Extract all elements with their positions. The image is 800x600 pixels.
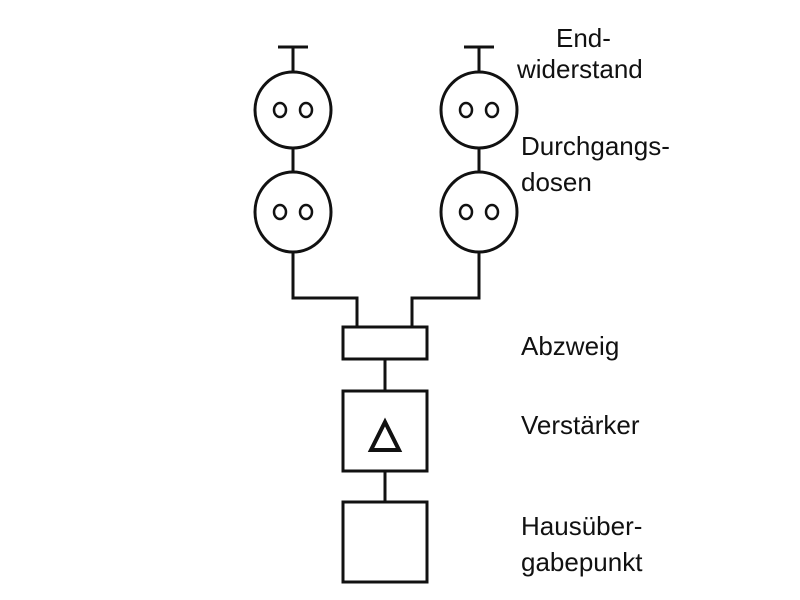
house-transfer-point-box bbox=[341, 500, 429, 584]
end-resistor-left bbox=[278, 45, 308, 72]
house-transfer-point-label: Hausüber- gabepunkt bbox=[521, 511, 643, 577]
triangle-icon bbox=[367, 417, 403, 452]
pass-through-socket-right-upper bbox=[439, 70, 519, 150]
pass-through-socket-left-lower bbox=[253, 170, 333, 254]
amplifier-label: Verstärker bbox=[521, 410, 640, 440]
socket-contact-icon bbox=[484, 101, 500, 119]
pass-through-socket-right-lower bbox=[439, 170, 519, 254]
socket-contact-icon bbox=[272, 101, 288, 119]
end-resistor-label-line2: widerstand bbox=[517, 54, 643, 84]
end-resistor-label: End- bbox=[556, 23, 611, 53]
socket-contact-icon bbox=[484, 203, 500, 221]
socket-contact-icon bbox=[298, 203, 314, 221]
splitter-label: Abzweig bbox=[521, 331, 620, 361]
end-resistor-right bbox=[464, 45, 494, 72]
cable-right-branch bbox=[410, 252, 481, 327]
splitter-box bbox=[341, 325, 429, 361]
cable-left-branch bbox=[291, 252, 359, 327]
socket-contact-icon bbox=[458, 101, 474, 119]
socket-contact-icon bbox=[458, 203, 474, 221]
socket-contact-icon bbox=[272, 203, 288, 221]
pass-through-sockets-label: Durchgangs- dosen bbox=[521, 131, 670, 197]
socket-contact-icon bbox=[298, 101, 314, 119]
pass-through-socket-left-upper bbox=[253, 70, 333, 150]
amplifier-box bbox=[341, 389, 429, 473]
